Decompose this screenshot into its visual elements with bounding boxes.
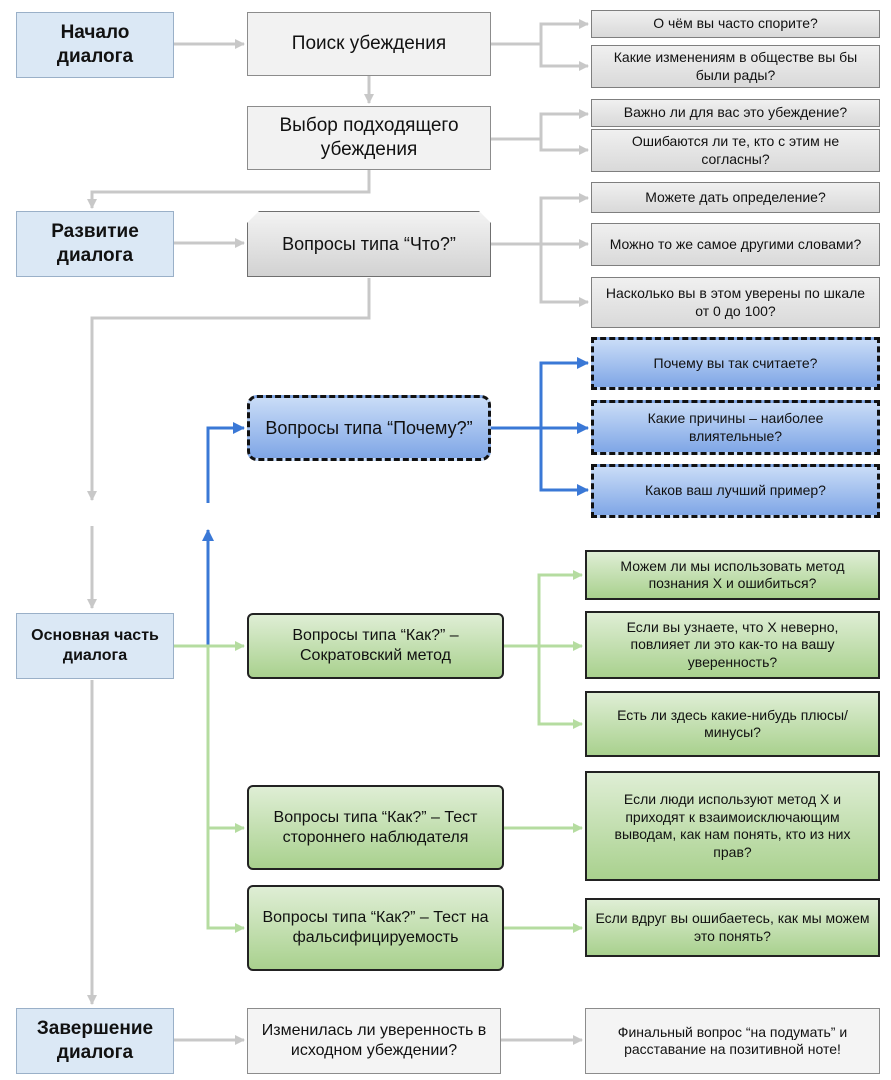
question-choose-2: Ошибаются ли те, кто с этим не согласны? bbox=[591, 129, 880, 172]
stage-start-label: Начало диалога bbox=[56, 22, 134, 67]
question-why-1: Почему вы так считаете? bbox=[591, 337, 880, 390]
step-choose: Выбор подходящего убеждения bbox=[247, 106, 491, 170]
question-what-1: Можете дать определение? bbox=[591, 182, 880, 213]
step-how-socratic: Вопросы типа “Как?” – Сократовский метод bbox=[247, 613, 504, 679]
question-what-3: Насколько вы в этом уверены по шкале от … bbox=[591, 277, 880, 328]
question-socratic-3: Есть ли здесь какие-нибудь плюсы/ минусы… bbox=[585, 691, 880, 757]
stage-develop: Развитие диалога bbox=[16, 211, 174, 277]
step-what: Вопросы типа “Что?” bbox=[247, 211, 491, 277]
question-why-2: Какие причины – наиболее влиятельные? bbox=[591, 400, 880, 455]
step-how-falsify-label: Вопросы типа “Как?” – Тест на фальсифици… bbox=[262, 909, 489, 946]
question-choose-1: Важно ли для вас это убеждение? bbox=[591, 99, 880, 127]
step-why-label: Вопросы типа “Почему?” bbox=[265, 417, 473, 438]
step-how-falsify: Вопросы типа “Как?” – Тест на фальсифици… bbox=[247, 885, 504, 971]
question-socratic-2: Если вы узнаете, что X неверно, повлияет… bbox=[585, 611, 880, 679]
question-what-3-text: Насколько вы в этом уверены по шкале от … bbox=[605, 285, 866, 319]
question-socratic-3-text: Есть ли здесь какие-нибудь плюсы/ минусы… bbox=[617, 706, 848, 741]
step-how-observer-label: Вопросы типа “Как?” – Тест стороннего на… bbox=[273, 808, 478, 846]
stage-end: Завершение диалога bbox=[16, 1008, 174, 1074]
question-socratic-2-text: Если вы узнаете, что X неверно, повлияет… bbox=[626, 618, 839, 670]
question-search-2-text: Какие изменениям в обществе вы бы были р… bbox=[613, 49, 858, 83]
question-choose-1-text: Важно ли для вас это убеждение? bbox=[623, 104, 848, 121]
step-how-observer: Вопросы типа “Как?” – Тест стороннего на… bbox=[247, 785, 504, 870]
stage-develop-label: Развитие диалога bbox=[51, 221, 139, 266]
question-final-text: Финальный вопрос “на подумать” и расстав… bbox=[617, 1023, 848, 1058]
question-why-2-text: Какие причины – наиболее влиятельные? bbox=[647, 410, 824, 444]
question-socratic-1: Можем ли мы использовать метод познания … bbox=[585, 550, 880, 600]
question-what-1-text: Можете дать определение? bbox=[645, 188, 826, 205]
question-search-1: О чём вы часто спорите? bbox=[591, 10, 880, 38]
question-why-1-text: Почему вы так считаете? bbox=[653, 354, 818, 371]
question-why-3-text: Каков ваш лучший пример? bbox=[645, 482, 826, 499]
stage-end-label: Завершение диалога bbox=[36, 1018, 154, 1063]
step-why: Вопросы типа “Почему?” bbox=[247, 395, 491, 461]
question-choose-2-text: Ошибаются ли те, кто с этим не согласны? bbox=[631, 133, 840, 167]
question-what-2: Можно то же самое другими словами? bbox=[591, 223, 880, 266]
step-changed: Изменилась ли уверенность в исходном убе… bbox=[247, 1008, 501, 1074]
stage-main-label: Основная часть диалога bbox=[31, 627, 159, 664]
question-why-3: Каков ваш лучший пример? bbox=[591, 464, 880, 518]
step-choose-label: Выбор подходящего убеждения bbox=[279, 115, 459, 160]
stage-start: Начало диалога bbox=[16, 12, 174, 78]
question-search-1-text: О чём вы часто спорите? bbox=[653, 15, 818, 32]
question-falsify-1-text: Если вдруг вы ошибаетесь, как мы можем э… bbox=[595, 910, 870, 944]
step-changed-label: Изменилась ли уверенность в исходном убе… bbox=[261, 1022, 487, 1059]
stage-main: Основная часть диалога bbox=[16, 613, 174, 679]
step-search-label: Поиск убеждения bbox=[291, 33, 447, 55]
question-what-2-text: Можно то же самое другими словами? bbox=[609, 235, 862, 252]
step-search: Поиск убеждения bbox=[247, 12, 491, 76]
question-search-2: Какие изменениям в обществе вы бы были р… bbox=[591, 45, 880, 88]
step-what-label: Вопросы типа “Что?” bbox=[282, 233, 456, 254]
question-falsify-1: Если вдруг вы ошибаетесь, как мы можем э… bbox=[585, 898, 880, 957]
question-observer-1-text: Если люди используют метод X и приходят … bbox=[614, 791, 851, 860]
question-final: Финальный вопрос “на подумать” и расстав… bbox=[585, 1008, 880, 1074]
question-socratic-1-text: Можем ли мы использовать метод познания … bbox=[620, 557, 845, 592]
question-observer-1: Если люди используют метод X и приходят … bbox=[585, 771, 880, 881]
step-how-socratic-label: Вопросы типа “Как?” – Сократовский метод bbox=[292, 627, 459, 664]
